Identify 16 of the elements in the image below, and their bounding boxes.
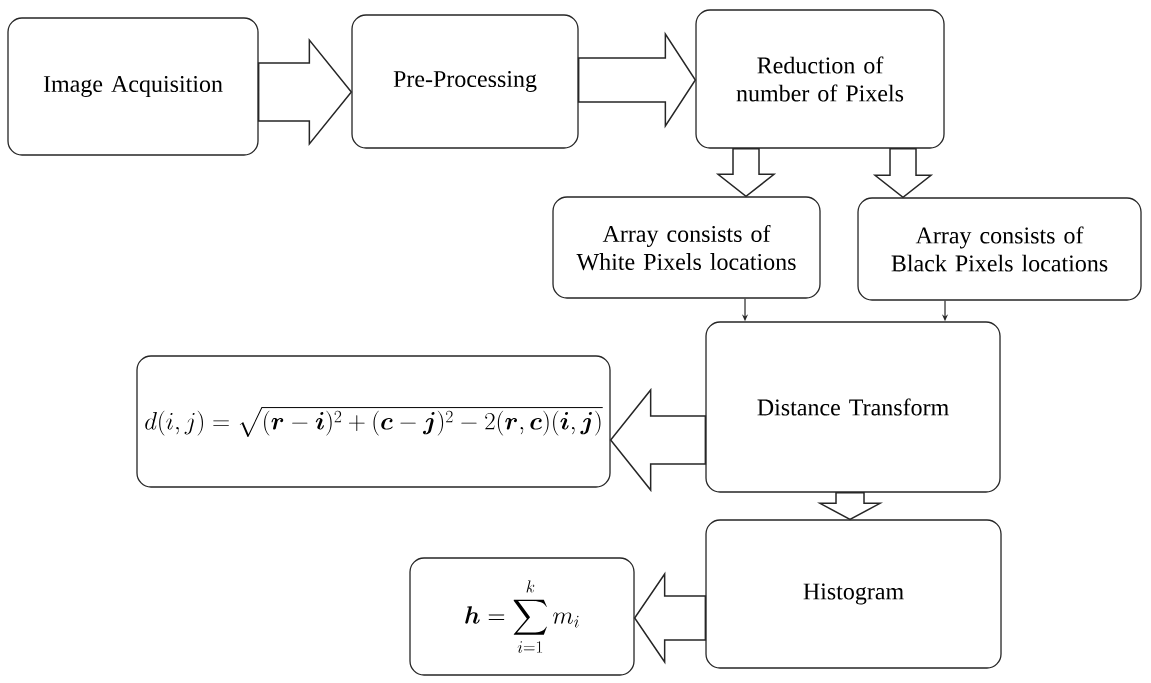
block-arrow xyxy=(817,491,883,521)
process-box: Distance Transform xyxy=(705,321,1001,493)
block-arrow xyxy=(257,37,353,147)
formula-box: $\boldsymbol{h} = \sum_{i=1}^{k} m_{i}$ xyxy=(409,557,635,676)
process-box: Image Acquisition xyxy=(7,17,259,156)
block-arrow xyxy=(633,571,707,665)
block-arrow xyxy=(577,31,697,129)
process-box: Array consists of White Pixels locations xyxy=(552,196,821,299)
block-arrow xyxy=(872,147,934,199)
process-box: Array consists of Black Pixels locations xyxy=(857,197,1142,301)
block-arrow xyxy=(715,147,777,198)
block-arrow xyxy=(609,387,707,493)
process-box: Histogram xyxy=(705,519,1002,669)
process-box: Reduction of number of Pixels xyxy=(695,9,945,149)
process-box: Pre-Processing xyxy=(351,14,579,149)
formula-box: $d(i,j) = \sqrt{(\boldsymbol{r}-\boldsymbol{i})^{2}+(\boldsymbol{c}-\boldsymbol{j})^{2}-2(\boldsymbol{r},\boldsymbol{c})(\boldsymbol{i},\boldsymbol{j})}$ xyxy=(136,355,611,488)
